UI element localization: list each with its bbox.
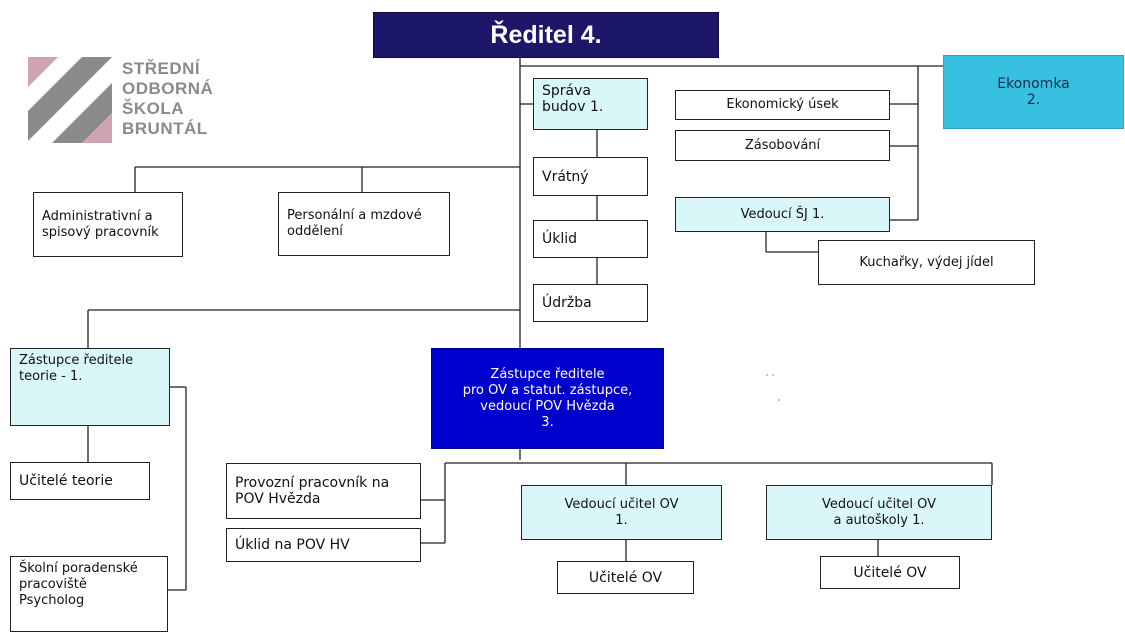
node-zastupce-teorie: Zástupce ředitele teorie - 1. [10,348,170,426]
logo-line-3: ŠKOLA [122,99,184,118]
node-ucitele-ov-1: Učitelé OV [557,561,694,594]
node-administrativni: Administrativní a spisový pracovník [33,192,183,257]
node-ucitele-teorie: Učitelé teorie [10,462,150,500]
node-skolni-poradenske: Školní poradenské pracoviště Psycholog [10,556,168,632]
logo-line-4: BRUNTÁL [122,119,208,138]
node-uklid: Úklid [533,220,648,258]
node-reditel: Ředitel 4. [373,12,719,58]
node-vedouci-sj: Vedoucí ŠJ 1. [675,197,890,232]
node-vedouci-ucitel-autoskoly: Vedoucí učitel OV a autoškoly 1. [766,485,992,540]
node-zasobovani: Zásobování [675,130,890,161]
node-ucitele-ov-2: Učitelé OV [820,556,960,589]
logo-line-1: STŘEDNÍ [122,59,201,78]
node-vedouci-ucitel-ov: Vedoucí učitel OV 1. [521,485,722,540]
node-ekonomka: Ekonomka 2. [943,55,1124,129]
node-personalni: Personální a mzdové oddělení [278,192,450,256]
school-logo-text: STŘEDNÍ ODBORNÁ ŠKOLA BRUNTÁL [122,59,213,139]
school-logo-mark [28,57,112,143]
node-kucharky: Kuchařky, výdej jídel [818,240,1035,285]
node-sprava-budov: Správa budov 1. [533,78,648,130]
node-ekonomicky-usek: Ekonomický úsek [675,90,890,120]
node-vratny: Vrátný [533,157,648,196]
node-uklid-pov: Úklid na POV HV [226,528,421,562]
node-udrzba: Údržba [533,284,648,322]
node-provozni-pracovnik: Provozní pracovník na POV Hvězda [226,463,421,519]
logo-line-2: ODBORNÁ [122,79,214,98]
node-zastupce-ov: Zástupce ředitele pro OV a statut. zástu… [431,348,664,449]
